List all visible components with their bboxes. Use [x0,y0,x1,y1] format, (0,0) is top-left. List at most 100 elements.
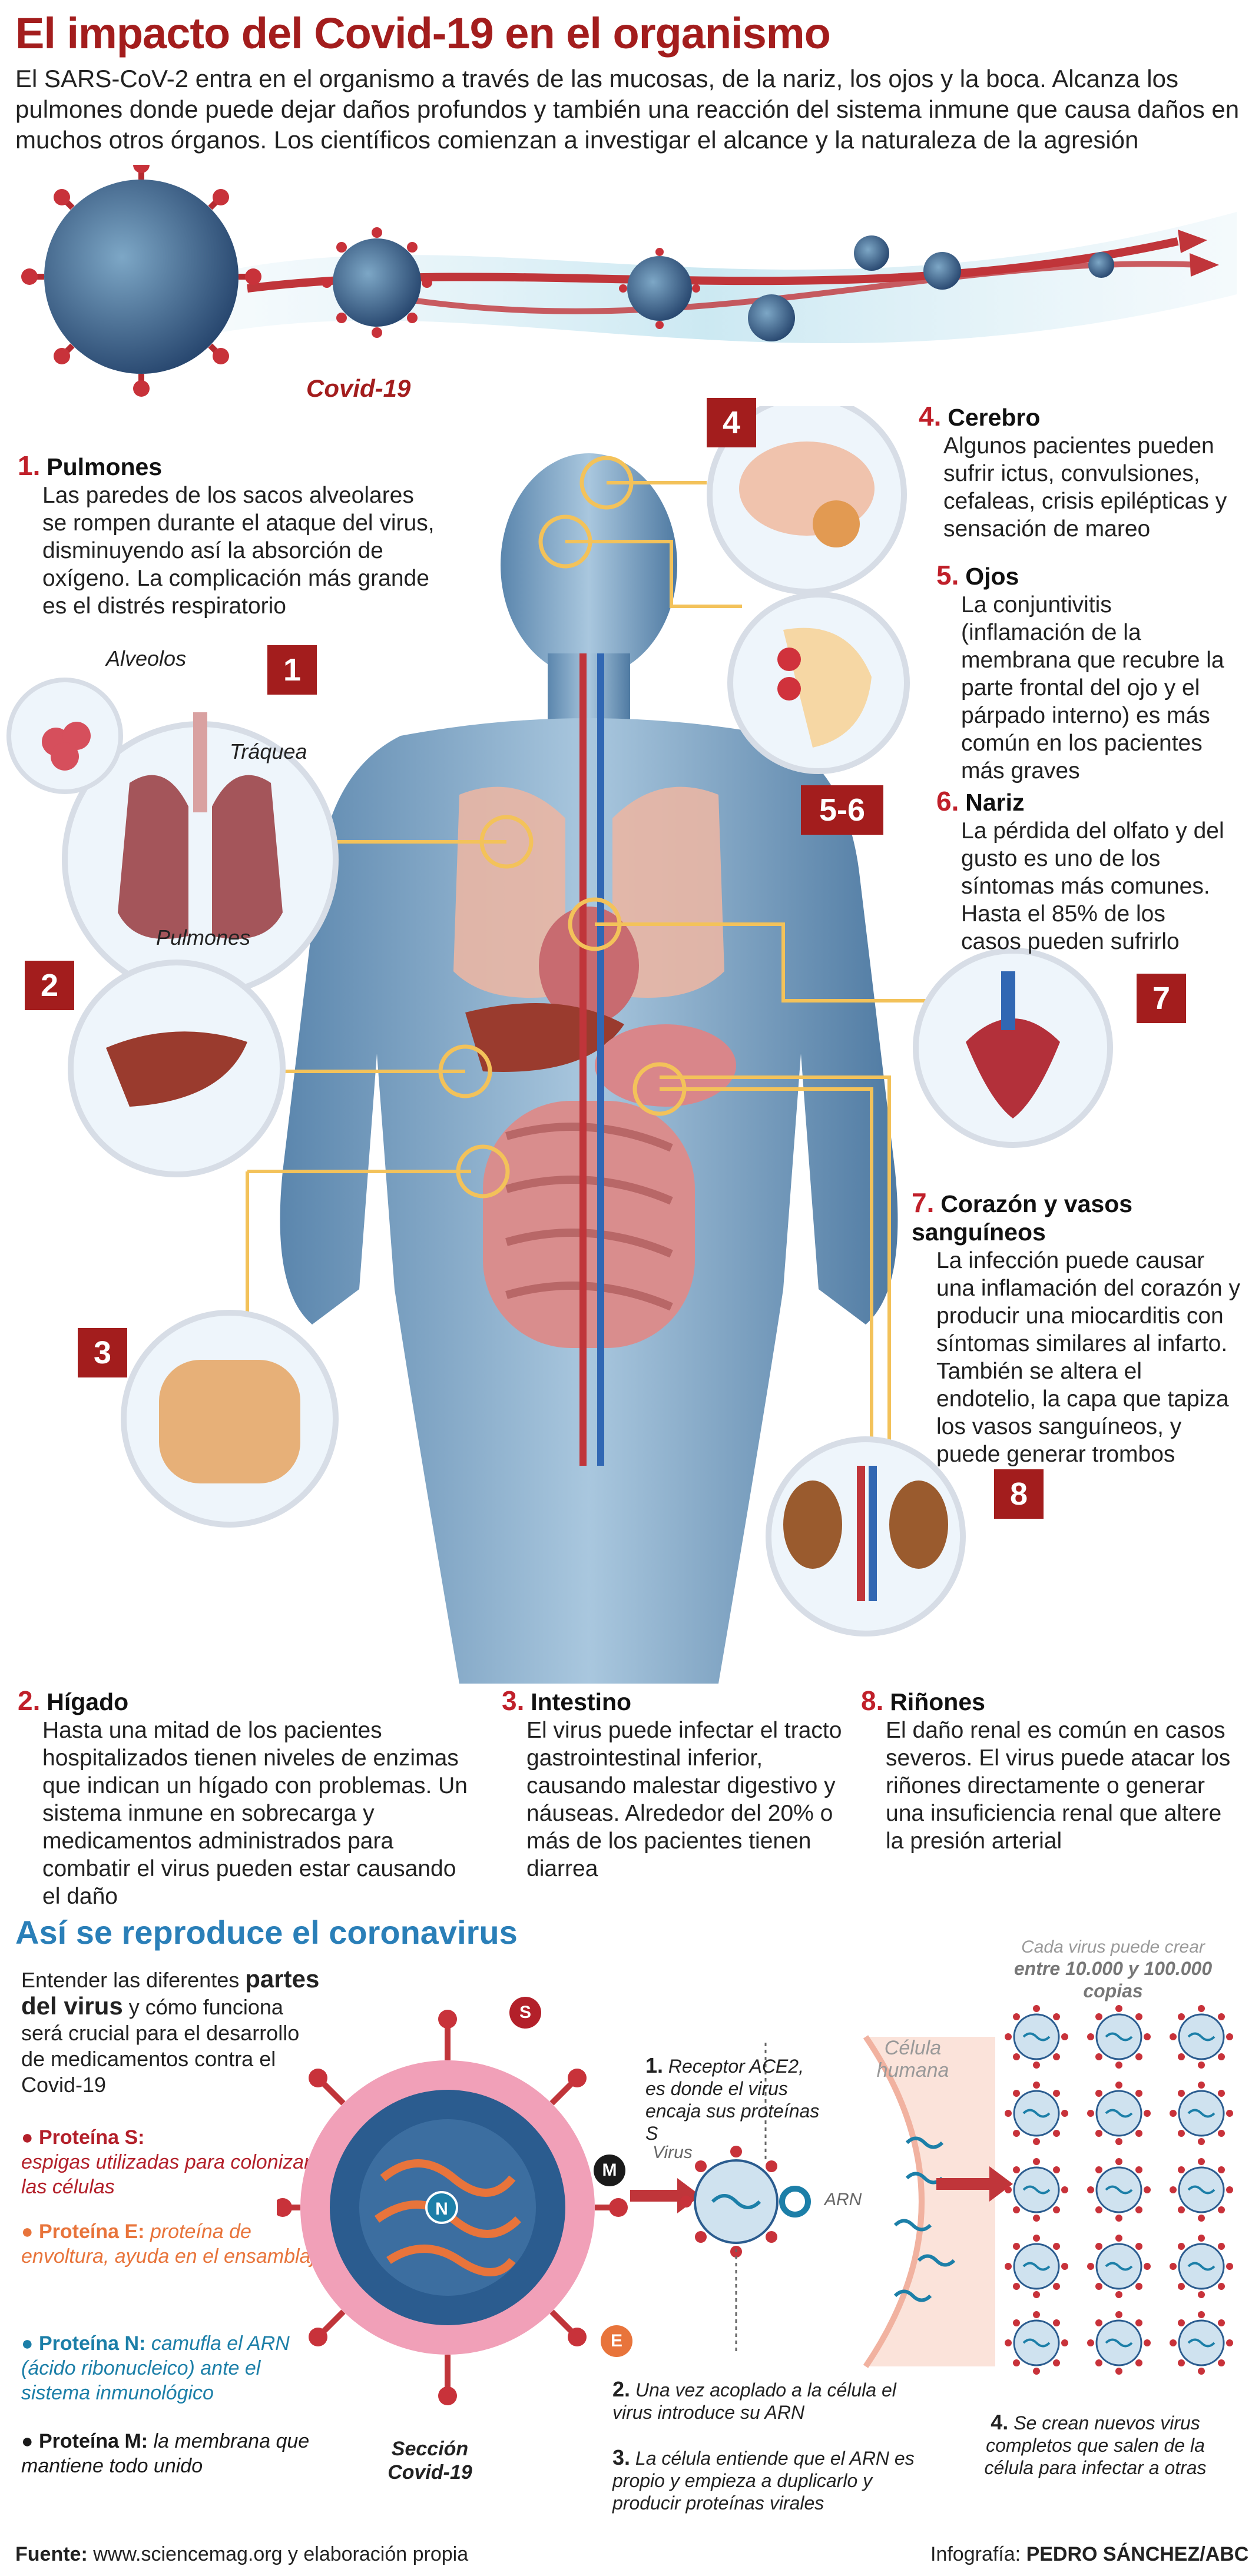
copies-pre: Cada virus puede crear [1021,1937,1205,1957]
alveolos-label: Alveolos [106,646,187,670]
protein-desc: espigas utilizadas para colonizar a las … [21,2151,327,2198]
footer-credit: Infografía: PEDRO SÁNCHEZ/ABC [930,2543,1248,2566]
lungs-detail-icon [62,712,339,998]
section-ojos: 5. Ojos La conjuntivitis (inflamación de… [936,562,1231,785]
step-1: 1. Receptor ACE2, es donde el virus enca… [645,2054,822,2145]
protein-name: Proteína N: [39,2332,146,2355]
credit-text: PEDRO SÁNCHEZ/ABC [1026,2543,1249,2565]
virus-icon [1003,2004,1234,2070]
virus-icon [1003,2157,1234,2223]
head: Pulmones [47,453,163,480]
badge-1: 1 [267,645,317,695]
copies-caption: Cada virus puede crear entre 10.000 y 10… [1001,1937,1225,2003]
num: 4. [919,401,942,431]
traquea-label: Tráquea [230,739,307,763]
human-body-illustration [6,406,1113,1684]
num: 1. [18,450,41,481]
protein-m-item: ● Proteína M: la membrana que mantiene t… [21,2429,327,2478]
kidneys-detail-icon [766,1436,966,1636]
cell-label: Célula humana [876,2037,949,2082]
reproduction-lead: Entender las diferentes partes del virus… [21,1966,327,2098]
text: La infección puede causar una inflamació… [936,1248,1240,1467]
protein-s-marker-icon: S [509,1997,541,2029]
badge-7: 7 [1137,974,1186,1023]
text: Hasta una mitad de los pacientes hospita… [42,1718,468,1909]
step-text: Una vez acoplado a la célula el virus in… [612,2379,896,2423]
section-label: Sección Covid-19 [387,2438,472,2484]
step-text: Se crean nuevos virus completos que sale… [984,2412,1207,2478]
head: Riñones [890,1688,985,1715]
blood-vessels [579,653,604,1466]
badge-4: 4 [707,398,756,447]
liver-detail-icon [68,960,286,1177]
virus-copies-grid [1003,2004,1234,2376]
virus-icon [748,294,795,341]
protein-desc: proteína de envoltura, ayuda en el ensam… [21,2220,326,2268]
text: El virus puede infectar el tracto gastro… [526,1718,842,1881]
protein-name: Proteína E: [39,2220,145,2243]
reproduction-title: Así se reproduce el coronavirus [15,1914,518,1951]
intestine-detail-icon [121,1310,339,1528]
lead-bold: partes del virus [21,1965,320,2020]
virus-label: Virus [653,2143,693,2162]
section-nariz: 6. Nariz La pérdida del olfato y del gus… [936,788,1231,955]
step-text: Receptor ACE2, es donde el virus encaja … [645,2056,820,2144]
virus-icon [854,235,889,271]
num: 7. [912,1187,935,1218]
protein-desc: camufla el ARN (ácido ribonucleico) ante… [21,2332,290,2404]
bullet-icon: ● [21,2430,34,2452]
text: Las paredes de los sacos alveolares se r… [42,483,435,619]
protein-name: Proteína M: [39,2430,148,2452]
step-num: 2. [612,2377,631,2401]
section-intestino: 3. Intestino El virus puede infectar el … [502,1687,843,1883]
connector-lines [246,481,936,1466]
brain-detail-icon [707,406,907,595]
lead-pre: Entender las diferentes [21,1968,246,1992]
section-higado: 2. Hígado Hasta una mitad de los pacient… [18,1687,477,1910]
letter-n: N [435,2199,448,2219]
virus-icon [322,227,432,338]
virus-icon [923,252,961,290]
step-2: 2. Una vez acoplado a la célula el virus… [612,2378,919,2424]
source-label: Fuente: [15,2543,88,2565]
section-corazon: 7. Corazón y vasos sanguíneos La infecci… [912,1189,1241,1468]
step-num: 3. [612,2445,631,2469]
num: 3. [502,1685,525,1716]
text: Algunos pacientes pueden sufrir ictus, c… [943,433,1227,542]
head: Ojos [965,563,1019,590]
badge-8: 8 [994,1469,1044,1519]
virus-band-illustration [21,165,1237,397]
head: Nariz [965,789,1025,816]
page-title: El impacto del Covid-19 en el organismo [15,9,831,58]
big-virus-icon [21,165,261,397]
source-text: www.sciencemag.org y elaboración propia [93,2543,469,2565]
badge-5-6: 5-6 [801,785,883,835]
protein-n-marker-icon: N [425,2191,458,2224]
virus-icon [680,2146,779,2258]
protein-e-item: ● Proteína E: proteína de envoltura, ayu… [21,2219,327,2269]
section-cerebro: 4. Cerebro Algunos pacientes pueden sufr… [919,403,1237,543]
lead-post: y cómo funciona será crucial para el des… [21,1995,300,2097]
step-text: La célula entiende que el ARN es propio … [612,2448,915,2514]
text: La conjuntivitis (inflamación de la memb… [961,592,1224,784]
badge-2: 2 [25,961,74,1010]
covid-label: Covid-19 [306,374,411,402]
num: 2. [18,1685,41,1716]
protein-desc: la membrana que mantiene todo unido [21,2430,310,2477]
bullet-icon: ● [21,2126,34,2149]
section-rinones: 8. Riñones El daño renal es común en cas… [861,1687,1238,1855]
text: La pérdida del olfato y del gusto es uno… [961,818,1224,954]
arrow-right-icon [936,2166,1013,2202]
head: Corazón y vasos sanguíneos [912,1190,1133,1246]
credit-label: Infografía: [930,2543,1021,2565]
protein-m-marker-icon: M [594,2155,625,2186]
bullet-icon: ● [21,2332,34,2355]
head: Cerebro [948,404,1041,431]
alveoli-detail-icon [6,678,123,794]
protein-e-marker-icon: E [601,2325,632,2357]
badge-3: 3 [78,1328,127,1377]
num: 5. [936,560,959,590]
step-num: 4. [991,2410,1009,2434]
intro-text: El SARS-CoV-2 entra en el organismo a tr… [15,65,1240,154]
section-pulmones: 1. Pulmones Las paredes de los sacos alv… [18,452,442,620]
